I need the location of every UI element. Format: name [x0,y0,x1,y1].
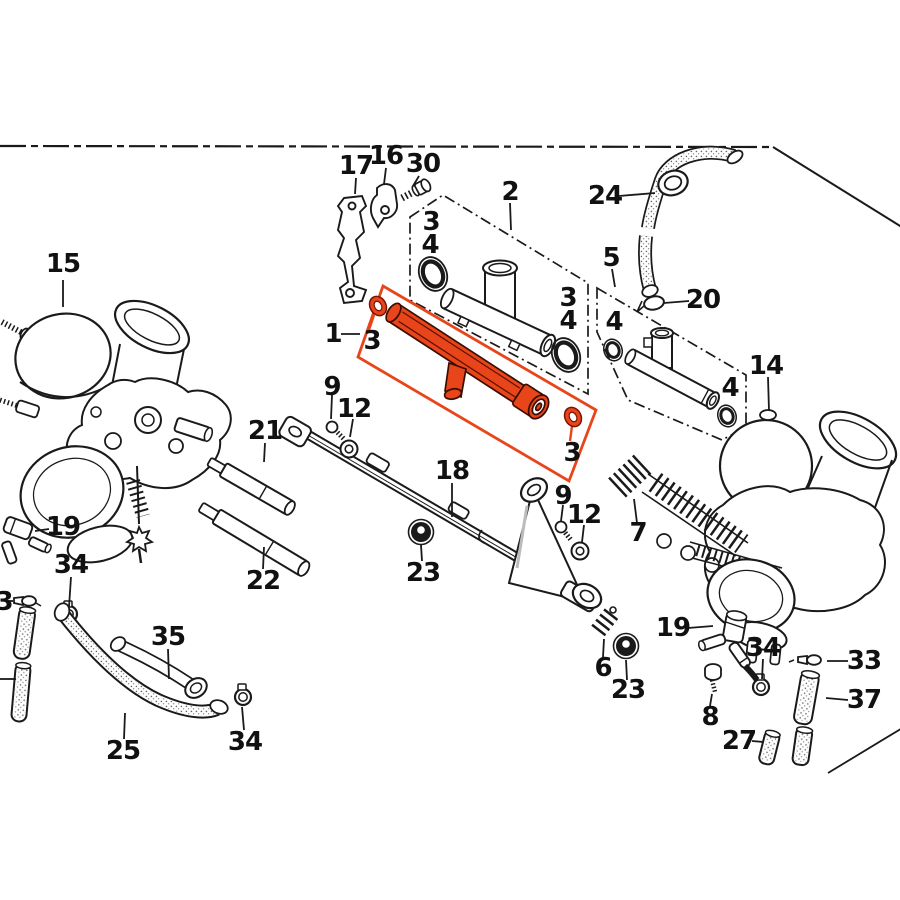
part-label-4-joint-right: 4 [721,373,739,403]
oring-4-right [716,404,738,428]
joint-hose-stub [742,663,760,682]
bolt-left-mid [0,397,41,419]
part-label-34-bottom: 34 [227,727,263,757]
nut-12-right [570,541,590,561]
part-label-5: 5 [602,243,620,273]
part-label-22: 22 [245,566,281,596]
tube-21 [206,457,296,516]
carburetor-left [0,299,232,564]
part-label-4-seal-left: 4 [421,230,439,260]
oring-3-left-red [367,295,388,331]
clip-33-left [13,595,42,607]
oring-4-left [602,338,624,362]
screw-9-left [325,420,346,441]
part-label-34-left: 34 [53,550,89,580]
part-label-24: 24 [587,181,623,211]
part-label-23-right: 23 [610,675,646,705]
boot-6 [591,606,619,637]
assembly-box-2 [409,193,589,396]
nut-12-left [339,439,359,459]
tube-22 [198,502,311,577]
part-label-17: 17 [338,151,374,181]
part-label-35: 35 [150,622,186,652]
joint-pipe-5 [624,327,720,410]
part-label-33-left-cut: 3 [0,587,14,617]
part-label-27: 27 [721,726,757,756]
part-label-23-left: 23 [405,558,441,588]
part-label-34-right: 34 [745,633,781,663]
seal-ring-left [417,256,449,292]
part-label-9-left: 9 [323,372,341,402]
clip-33 [788,654,822,666]
hose-25 [53,602,229,719]
part-label-15: 15 [45,249,81,279]
part-label-2: 2 [501,177,519,207]
screw-8 [704,663,722,693]
seal-ring-right [550,337,582,373]
part-label-8: 8 [701,702,719,732]
sheet-border [0,144,900,774]
bracket-17 [336,194,368,305]
grommet-23-right [612,632,640,660]
part-label-3-seal-left: 3 [422,207,440,237]
part-label-3-oring-left: 3 [363,326,381,356]
part-label-37: 37 [846,685,882,715]
clamp-16 [369,183,398,229]
part-label-30: 30 [405,149,441,179]
carburetor-right [641,409,898,666]
part-label-14: 14 [748,351,784,381]
needle-spring [126,479,150,518]
part-label-20: 20 [685,285,721,315]
star-washer [124,524,155,553]
tube-left-lower [10,661,32,723]
bracket-18 [278,415,603,613]
highlight-box-part-1 [356,283,598,484]
part-label-1: 1 [324,319,342,349]
oring-3-right-red [563,406,583,442]
grommet-23-left [407,518,435,546]
assembly-box-5 [596,286,747,441]
part-label-25: 25 [105,736,141,766]
part-label-9-right: 9 [554,481,572,511]
throttle-rack [648,473,749,553]
part-label-19-left: 19 [45,512,81,542]
part-label-3-oring-right: 3 [563,438,581,468]
part-label-21: 21 [247,416,283,446]
part-label-16: 16 [368,141,404,171]
screw-9-right [554,520,573,542]
part-label-3-seal-right: 3 [559,283,577,313]
part-label-4-seal-right: 4 [559,306,577,336]
part-label-12-left: 12 [336,394,372,424]
part-label-4-joint-left: 4 [605,307,623,337]
part-label-12-right: 12 [566,500,602,530]
highlighted-fuel-pipe-1 [367,295,583,442]
part-label-33: 33 [846,646,882,676]
screw-30 [400,178,432,202]
part-label-7: 7 [629,518,647,548]
part-label-19-right: 19 [655,613,691,643]
part-label-6: 6 [594,653,612,683]
hose-35 [109,636,208,699]
joint-pipe-2 [439,259,557,358]
throttle-stub [173,417,214,443]
part-label-18: 18 [434,456,470,486]
hose-27 [758,729,781,766]
fuel-joint-19-left [1,516,52,565]
hose-37 [791,669,821,767]
leader-lines [0,167,849,743]
cap-tab [759,409,777,421]
hose-24 [638,145,744,298]
tube-left-upper [12,606,37,660]
clamp-34-bottom [233,683,253,707]
